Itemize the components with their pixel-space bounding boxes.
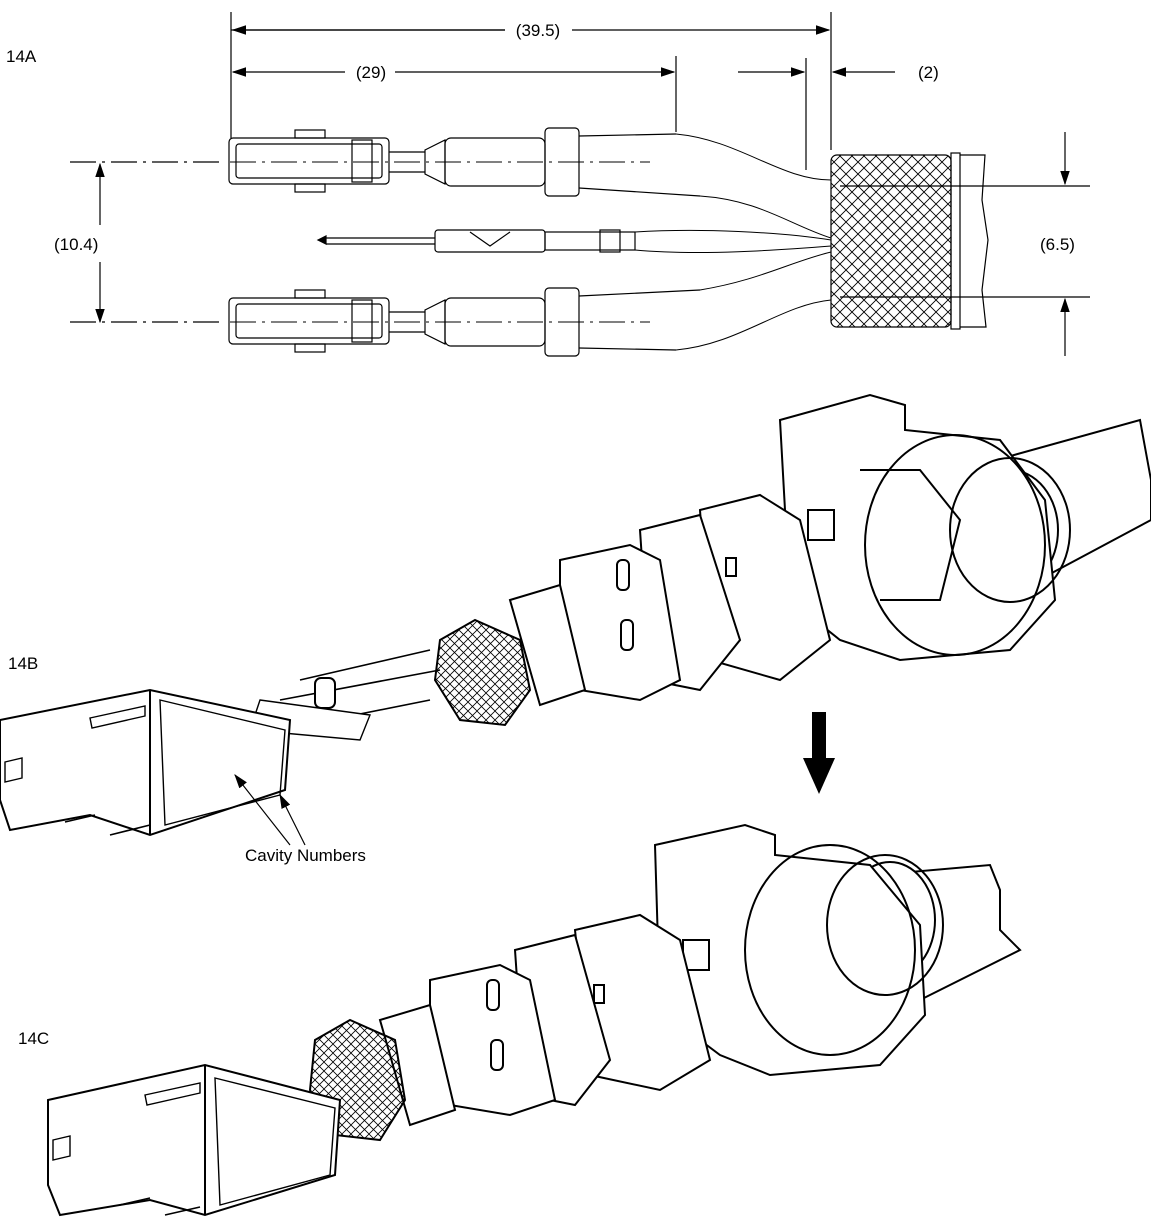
leader-cavity-2 bbox=[279, 793, 306, 846]
terminal-spacing-text: (10.4) bbox=[54, 235, 98, 254]
figure-label-14b: 14B bbox=[8, 654, 39, 673]
braid-diameter-text: (6.5) bbox=[1040, 235, 1075, 254]
braid-section bbox=[433, 618, 532, 727]
braided-sleeve bbox=[830, 152, 989, 330]
braid-offset-text: (2) bbox=[918, 63, 939, 82]
figure-14b bbox=[0, 393, 1151, 846]
figure-14a: (39.5) (29) (2) (10.4) (6.5) bbox=[54, 12, 1090, 357]
center-pin-terminal bbox=[316, 229, 636, 253]
figure-label-14c: 14C bbox=[18, 1029, 50, 1048]
figure-label-14a: 14A bbox=[6, 47, 37, 66]
figure-14c bbox=[47, 823, 1022, 1217]
lower-terminal bbox=[228, 287, 701, 357]
backshell bbox=[778, 393, 1057, 662]
upper-terminal bbox=[228, 127, 701, 197]
leader-cavity-1 bbox=[234, 774, 291, 846]
overall-length-text: (39.5) bbox=[516, 21, 560, 40]
backshell-assembled bbox=[653, 823, 927, 1077]
dimension-terminal-spacing bbox=[70, 161, 225, 324]
cavity-numbers-callout: Cavity Numbers bbox=[245, 846, 366, 865]
down-arrow-icon bbox=[803, 712, 835, 794]
collar bbox=[508, 583, 587, 707]
terminal-length-text: (29) bbox=[356, 63, 386, 82]
wire-bundle bbox=[634, 133, 832, 351]
